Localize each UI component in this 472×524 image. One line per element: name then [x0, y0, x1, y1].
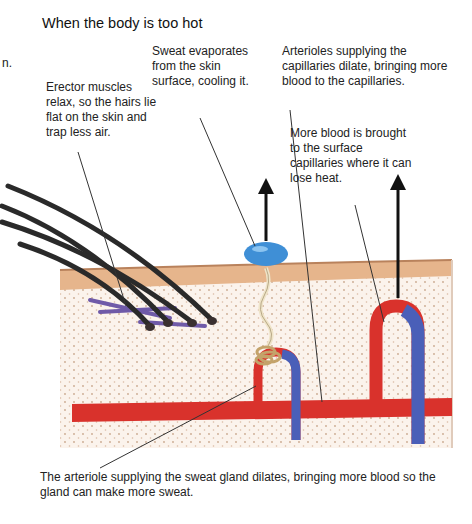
callout-text: The arteriole supplying the sweat gland … — [40, 470, 460, 500]
callout-text: Erector muscles relax, so the hairs lie … — [46, 80, 158, 140]
callout-text: Arterioles supplying the capillaries dil… — [282, 44, 458, 89]
cut-off-text: n. — [2, 56, 22, 71]
callout-text: More blood is brought to the surface cap… — [290, 126, 412, 186]
diagram-title: When the body is too hot — [42, 14, 342, 32]
callout-text: Sweat evaporates from the skin surface, … — [152, 44, 258, 89]
